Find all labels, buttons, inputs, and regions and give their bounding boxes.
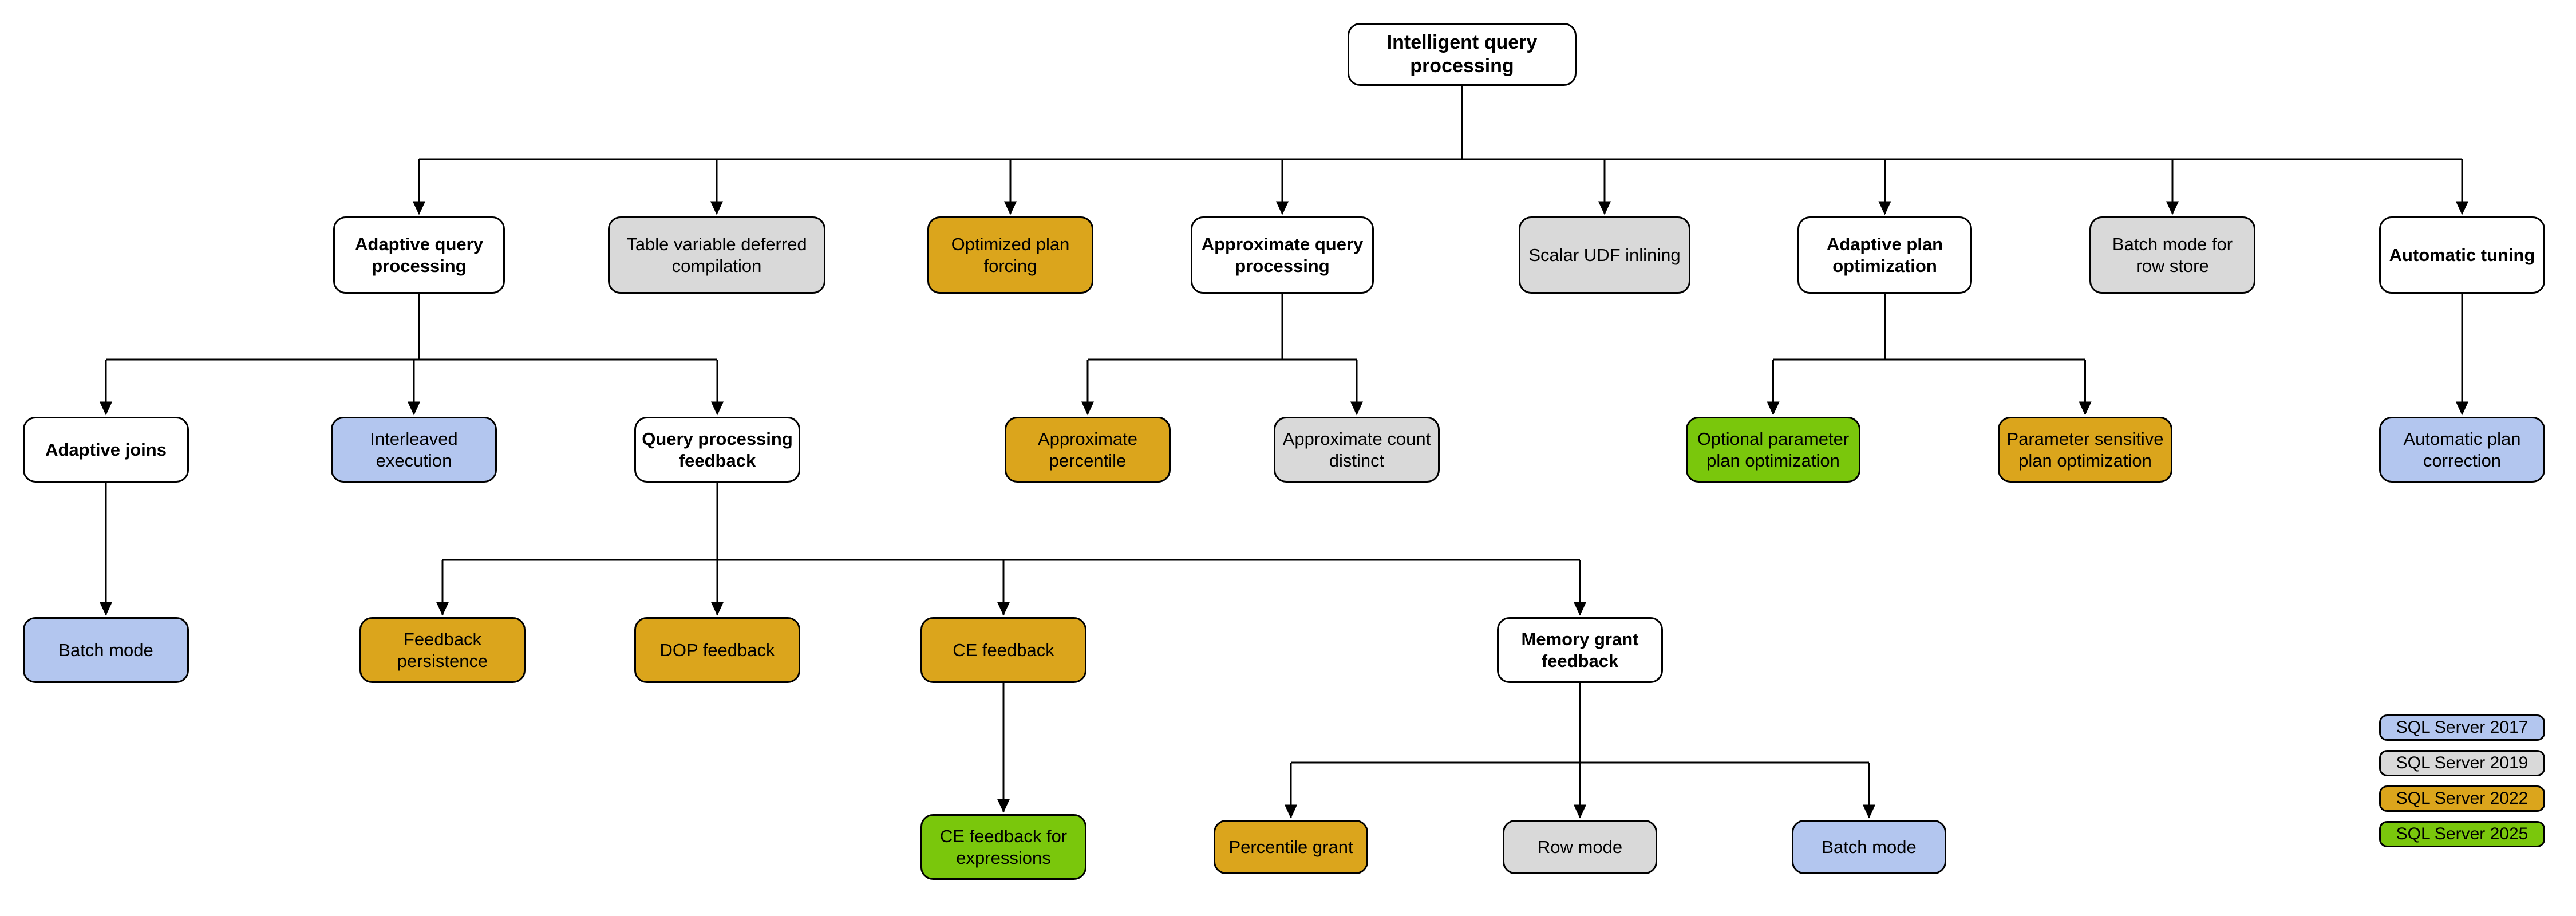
node-label: Percentile grant (1228, 836, 1353, 857)
node-ce-feedback-for-expressions[interactable]: CE feedback for expressions (920, 814, 1086, 880)
legend-item-sql-server-2025: SQL Server 2025 (2379, 821, 2545, 847)
node-label: Intelligent query processing (1386, 31, 1538, 77)
legend-item-label: SQL Server 2025 (2396, 824, 2528, 843)
node-optimized-plan-forcing[interactable]: Optimized plan forcing (927, 216, 1093, 294)
node-approximate-query-processing[interactable]: Approximate query processing (1191, 216, 1374, 294)
node-automatic-plan-correction[interactable]: Automatic plan correction (2379, 417, 2545, 483)
node-label: Batch mode (58, 639, 153, 660)
node-percentile-grant[interactable]: Percentile grant (1214, 820, 1368, 874)
node-label: Optional parameter plan optimization (1697, 428, 1850, 471)
node-adaptive-query-processing[interactable]: Adaptive query processing (333, 216, 505, 294)
node-label: Approximate count distinct (1282, 428, 1431, 471)
node-label: Feedback persistence (397, 629, 488, 671)
legend-item-sql-server-2017: SQL Server 2017 (2379, 714, 2545, 741)
node-label: DOP feedback (659, 639, 775, 660)
node-automatic-tuning[interactable]: Automatic tuning (2379, 216, 2545, 294)
node-label: Interleaved execution (370, 428, 458, 471)
node-memory-grant-feedback[interactable]: Memory grant feedback (1497, 617, 1663, 683)
node-dop-feedback[interactable]: DOP feedback (634, 617, 800, 683)
node-approximate-count-distinct[interactable]: Approximate count distinct (1274, 417, 1440, 483)
node-label: Approximate query processing (1201, 234, 1364, 276)
node-intelligent-query-processing[interactable]: Intelligent query processing (1348, 23, 1577, 86)
node-label: Batch mode for row store (2112, 234, 2233, 276)
node-label: CE feedback (953, 639, 1054, 660)
node-scalar-udf-inlining[interactable]: Scalar UDF inlining (1519, 216, 1690, 294)
node-ce-feedback[interactable]: CE feedback (920, 617, 1086, 683)
node-interleaved-execution[interactable]: Interleaved execution (331, 417, 497, 483)
node-adaptive-joins[interactable]: Adaptive joins (23, 417, 189, 483)
node-label: Parameter sensitive plan optimization (2006, 428, 2164, 471)
node-query-processing-feedback[interactable]: Query processing feedback (634, 417, 800, 483)
node-label: Memory grant feedback (1521, 629, 1639, 671)
node-label: Table variable deferred compilation (626, 234, 807, 276)
node-label: Approximate percentile (1037, 428, 1138, 471)
node-row-mode[interactable]: Row mode (1503, 820, 1657, 874)
legend-item-sql-server-2022: SQL Server 2022 (2379, 785, 2545, 812)
legend-item-label: SQL Server 2019 (2396, 753, 2528, 772)
node-label: CE feedback for expressions (939, 826, 1068, 868)
node-feedback-persistence[interactable]: Feedback persistence (359, 617, 526, 683)
node-label: Automatic tuning (2389, 244, 2535, 265)
node-label: Optimized plan forcing (951, 234, 1070, 276)
node-adaptive-plan-optimization[interactable]: Adaptive plan optimization (1797, 216, 1972, 294)
node-label: Query processing feedback (642, 428, 793, 471)
node-label: Adaptive query processing (355, 234, 483, 276)
node-label: Scalar UDF inlining (1528, 244, 1681, 265)
legend-item-sql-server-2019: SQL Server 2019 (2379, 750, 2545, 776)
node-parameter-sensitive-plan-optimization[interactable]: Parameter sensitive plan optimization (1998, 417, 2172, 483)
node-label: Row mode (1537, 836, 1623, 857)
node-label: Adaptive joins (45, 439, 167, 460)
node-label: Adaptive plan optimization (1826, 234, 1943, 276)
legend-item-label: SQL Server 2017 (2396, 718, 2528, 737)
node-batch-mode[interactable]: Batch mode (23, 617, 189, 683)
node-approximate-percentile[interactable]: Approximate percentile (1005, 417, 1171, 483)
node-optional-parameter-plan-optimization[interactable]: Optional parameter plan optimization (1686, 417, 1860, 483)
legend-item-label: SQL Server 2022 (2396, 789, 2528, 808)
node-batch-mode-for-row-store[interactable]: Batch mode for row store (2089, 216, 2255, 294)
node-label: Automatic plan correction (2403, 428, 2521, 471)
node-label: Batch mode (1822, 836, 1917, 857)
node-table-variable-deferred-compilation[interactable]: Table variable deferred compilation (608, 216, 825, 294)
node-batch-mode[interactable]: Batch mode (1792, 820, 1946, 874)
